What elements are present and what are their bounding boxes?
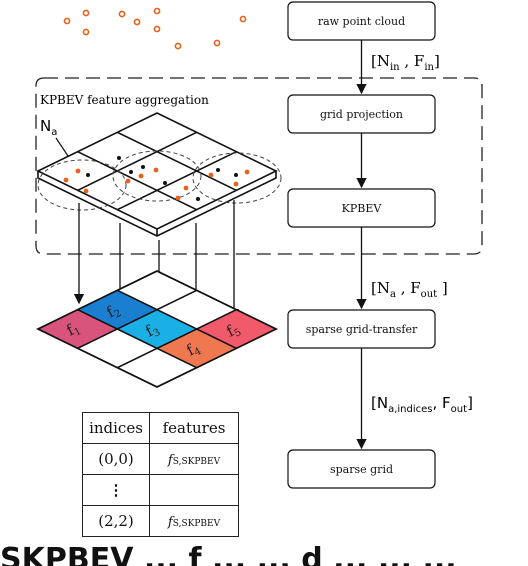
- anchor-label: Na: [40, 117, 57, 138]
- kpbev-label: KPBEV: [342, 202, 383, 215]
- raw-points: [63, 7, 247, 50]
- aggregation-title: KPBEV feature aggregation: [40, 93, 209, 107]
- table-row: (0,0) fS,SKPBEV: [82, 443, 239, 475]
- table-cell-feature: fS,SKPBEV: [149, 443, 239, 475]
- sparse-grid-label: sparse grid: [330, 463, 393, 476]
- table-header: indices: [82, 412, 150, 444]
- table-cell-index: ⋮: [82, 474, 150, 506]
- table-cell-feature: fS,SKPBEV: [149, 505, 239, 537]
- caption-fragment: SKPBEV ... f ... ... d ... ... ...: [0, 542, 457, 566]
- edge-label-out: [Na , Fout ]: [371, 279, 448, 300]
- grid-points-black: [86, 156, 238, 201]
- kernel-circles: [37, 150, 282, 211]
- table-cell-index: (0,0): [82, 443, 150, 475]
- edge-label-in: [Nin , Fin]: [371, 52, 440, 73]
- table-row: (2,2) fS,SKPBEV: [82, 505, 239, 537]
- grid-points-orange: [63, 167, 250, 201]
- cell-f3: [117, 309, 197, 349]
- lower-grid: f1 f2 f3 f4 f5: [36, 270, 278, 388]
- upper-grid: [36, 112, 278, 237]
- table-header-row: indices features: [82, 412, 239, 444]
- grid-projection-label: grid projection: [320, 108, 403, 121]
- table-cell-index: (2,2): [82, 505, 150, 537]
- edge-label-indices: [Na,indices, Fout]: [371, 394, 473, 415]
- sparse-grid-transfer-label: sparse grid-transfer: [306, 323, 418, 336]
- table-row: ⋮: [82, 474, 239, 506]
- index-feature-table: indices features (0,0) fS,SKPBEV ⋮ (2,2)…: [82, 412, 239, 537]
- sparse-grid-box: [287, 449, 436, 489]
- table-header: features: [149, 412, 239, 444]
- aggregation-region: [35, 77, 483, 255]
- raw-point-cloud-label: raw point cloud: [318, 15, 405, 28]
- table-cell-feature: [149, 474, 239, 506]
